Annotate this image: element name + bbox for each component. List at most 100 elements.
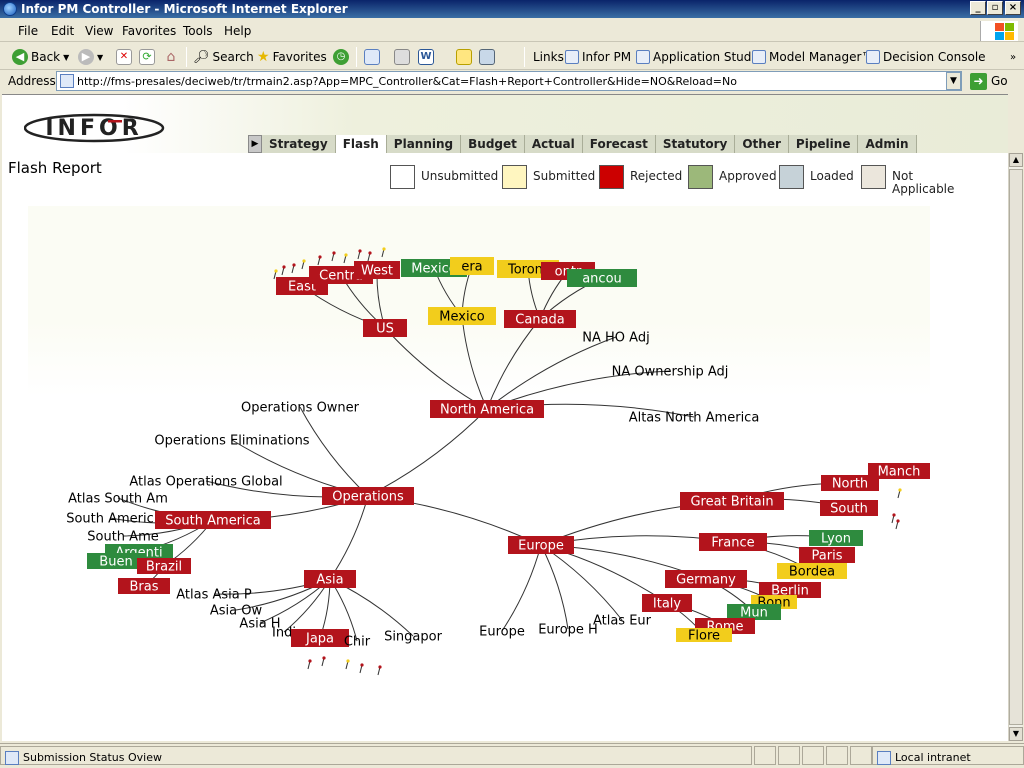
scroll-thumb[interactable] [1009,169,1023,725]
tree-leaf-node[interactable] [302,259,306,263]
tree-node-gb[interactable]: Great Britain [680,492,784,510]
tree-leaf-node[interactable] [898,488,902,492]
tree-node-canada[interactable]: Canada [504,310,576,328]
link-decision-console[interactable]: Decision Console [866,48,986,66]
links-overflow-icon[interactable]: » [1010,51,1017,63]
tree-node-atlaseur[interactable]: Atlas Eur [2,95,652,629]
tree-node-asia[interactable]: Asia [304,570,356,588]
tree-leaf-node[interactable] [378,665,382,669]
tree-node-paris[interactable]: Paris [799,547,855,564]
tree-leaf-node[interactable] [346,659,350,663]
tree-node-ops[interactable]: Operations [322,487,414,505]
tree-node-us[interactable]: US [363,319,407,337]
node-box[interactable] [680,492,784,510]
node-box[interactable] [642,594,692,612]
node-box[interactable] [821,475,879,491]
back-button[interactable]: ◀ Back ▼ [12,48,69,66]
node-box[interactable] [699,533,767,551]
tree-node-europe2[interactable]: Europe [2,95,525,640]
tab-other[interactable]: Other [735,135,789,153]
node-box[interactable] [322,487,414,505]
tree-node-atlassa[interactable]: Atlas South Am [2,95,168,507]
menu-help[interactable]: Help [224,24,252,38]
tree-node-singapore[interactable]: Singapor [2,95,443,645]
tab-budget[interactable]: Budget [461,135,525,153]
tree-node-vancouver[interactable]: ancou [567,269,637,287]
tree-node-guera[interactable]: era [450,257,494,275]
node-box[interactable] [87,553,145,569]
node-box[interactable] [567,269,637,287]
menu-tools[interactable]: Tools [183,24,213,38]
tree-leaf-node[interactable] [360,663,364,667]
mail-icon[interactable] [364,49,380,65]
tree-leaf-node[interactable] [292,263,296,267]
print-icon[interactable] [394,49,410,65]
node-box[interactable] [759,582,821,598]
node-box[interactable] [430,400,544,418]
tree-node-na[interactable]: North America [430,400,544,418]
tree-node-munich[interactable]: Mun [727,604,781,621]
tree-leaf-node[interactable] [344,253,348,257]
links-label[interactable]: Links [533,50,564,64]
minimize-button[interactable]: _ [970,1,986,15]
messenger-icon[interactable] [479,49,495,65]
tab-forecast[interactable]: Forecast [582,135,656,153]
node-box[interactable] [354,261,400,279]
tree-node-japan[interactable]: Japa [291,629,349,647]
tree-leaf-node[interactable] [382,247,386,251]
tree-node-brasilia[interactable]: Bras [118,578,170,595]
maximize-button[interactable]: ▫ [987,1,1003,15]
tab-planning[interactable]: Planning [386,135,462,153]
menu-view[interactable]: View [85,24,114,38]
tree-node-france[interactable]: France [699,533,767,551]
tree-node-manch[interactable]: Manch [868,463,930,480]
tree-node-sa[interactable]: South America [155,511,271,529]
tree-leaf-node[interactable] [274,269,278,273]
scroll-up-icon[interactable]: ▲ [1009,153,1023,167]
node-box[interactable] [508,536,574,554]
tree-leaf-node[interactable] [892,513,896,517]
vertical-scrollbar[interactable]: ▲ ▼ [1008,153,1023,741]
tab-strategy[interactable]: Strategy [262,135,336,153]
tree-node-south[interactable]: South [820,500,878,517]
tree-node-brazil[interactable]: Brazil [137,558,191,575]
tree-node-opsowner[interactable]: Operations Owner [2,95,360,416]
tree-node-italy[interactable]: Italy [642,594,692,612]
tree-node-mexico2[interactable]: Mexico [428,307,496,325]
tree-node-florence[interactable]: Flore [676,628,732,644]
tree-node-europe[interactable]: Europe [508,536,574,554]
nav-arrow-icon[interactable]: ▶ [248,135,262,153]
node-box[interactable] [727,604,781,620]
search-button[interactable]: 🔎︎ Search [193,48,254,66]
link-model-manager[interactable]: Model Manager™ [752,48,873,66]
link-infor-pm[interactable]: Infor PM [565,48,631,66]
node-box[interactable] [291,629,349,647]
node-box[interactable] [118,578,170,594]
node-box[interactable] [363,319,407,337]
menu-edit[interactable]: Edit [51,24,75,38]
refresh-icon[interactable]: ⟳ [139,49,155,65]
node-box[interactable] [304,570,356,588]
node-box[interactable] [504,310,576,328]
tree-node-buenos[interactable]: Buen [87,553,145,570]
tab-pipeline[interactable]: Pipeline [788,135,859,153]
tree-node-sa2[interactable]: South Americ [2,95,154,527]
tree-leaf-node[interactable] [368,251,372,255]
history-icon[interactable]: ◷ [333,49,349,65]
node-box[interactable] [799,547,855,563]
edit-word-icon[interactable]: W [418,49,434,65]
tab-flash[interactable]: Flash [335,135,387,153]
node-box[interactable] [155,511,271,529]
node-box[interactable] [777,563,847,579]
favorites-button[interactable]: ★ Favorites [257,48,327,66]
tree-node-north[interactable]: North [821,475,879,492]
tree-leaf-node[interactable] [332,251,336,255]
tree-leaf-node[interactable] [896,519,900,523]
close-button[interactable]: × [1005,1,1021,15]
home-icon[interactable]: ⌂ [166,49,176,65]
node-box[interactable] [868,463,930,479]
menu-favorites[interactable]: Favorites [122,24,177,38]
node-box[interactable] [428,307,496,325]
tree-node-west[interactable]: West [354,261,400,279]
